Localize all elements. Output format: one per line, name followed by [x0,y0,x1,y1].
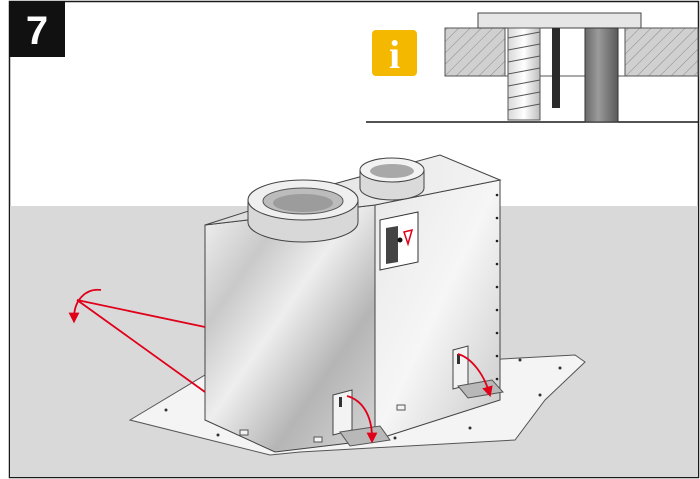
step-number: 7 [26,9,48,53]
side-rivets [495,193,499,381]
detail-inset [366,12,699,123]
floor-clips [239,404,406,443]
info-icon-glyph: i [389,32,400,77]
warning-label [379,211,419,271]
warning-triangle-icon [403,228,414,247]
large-collar [247,179,359,243]
small-collar [359,157,425,201]
rotate-arrow-icon [68,288,493,444]
mounting-tab-left [332,389,391,447]
info-icon: i [372,30,417,77]
step-badge: 7 [9,1,65,57]
